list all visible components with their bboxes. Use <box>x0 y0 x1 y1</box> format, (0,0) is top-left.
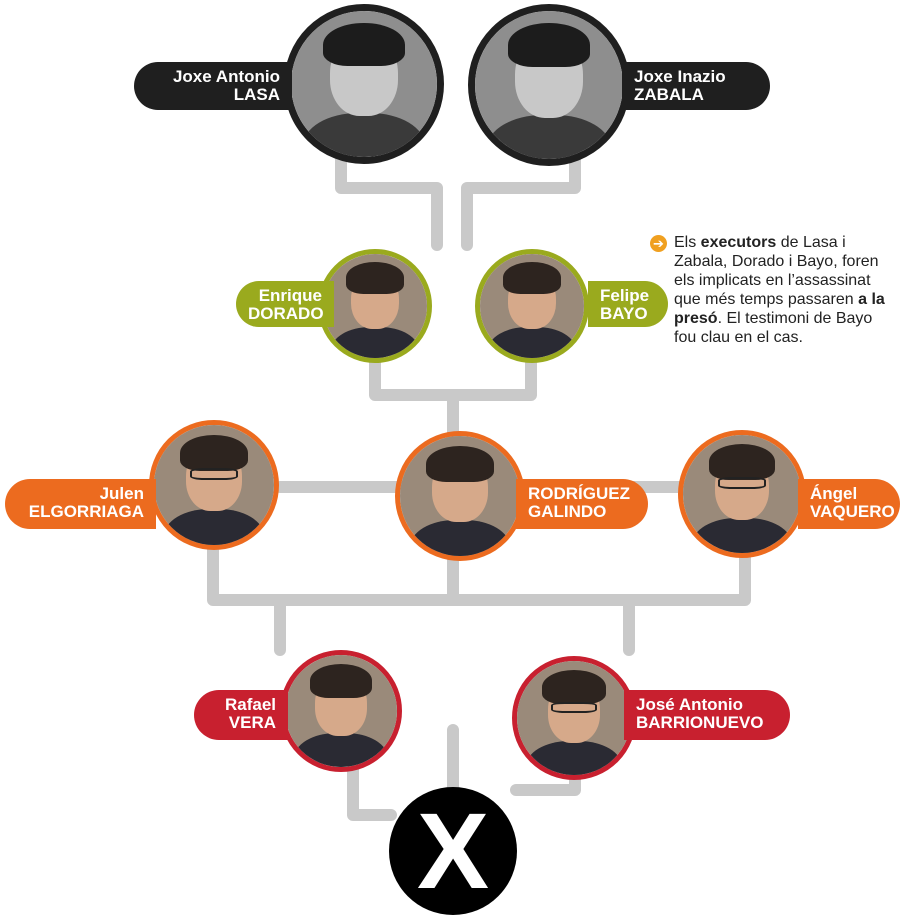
label-vera-first: Rafael <box>224 695 276 714</box>
label-dorado-first: Enrique <box>258 286 322 305</box>
label-lasa-last: LASA <box>233 85 280 104</box>
portrait-barrionuevo <box>512 656 636 780</box>
unknown-x-circle: X <box>389 787 517 915</box>
label-lasa-first: Joxe Antonio <box>172 67 280 86</box>
label-lasa: Joxe Antonio LASA <box>134 62 292 110</box>
portrait-dorado <box>318 249 432 363</box>
label-barrionuevo-first: José Antonio <box>636 695 744 714</box>
connector-commanders-down <box>207 534 751 606</box>
label-vera: Rafael VERA <box>194 690 288 740</box>
label-bayo-first: Felipe <box>600 286 650 305</box>
arrow-right-icon: ➔ <box>650 235 667 252</box>
label-galindo: RODRÍGUEZ GALINDO <box>516 479 648 529</box>
label-zabala: Joxe Inazio ZABALA <box>622 62 770 110</box>
label-vaquero-first: Ángel <box>810 484 858 503</box>
note-bold-executors: executors <box>700 234 777 251</box>
connector-victims <box>335 154 581 234</box>
label-galindo-last: GALINDO <box>528 502 607 521</box>
note-bold-preso: a la presó <box>674 291 885 327</box>
portrait-zabala <box>468 4 630 166</box>
portrait-galindo <box>395 431 525 561</box>
label-elgorriaga-last: ELGORRIAGA <box>28 502 144 521</box>
portrait-lasa <box>284 4 444 164</box>
label-galindo-first: RODRÍGUEZ <box>528 484 630 503</box>
portrait-bayo <box>475 249 589 363</box>
label-vaquero-last: VAQUERO <box>810 502 895 521</box>
portrait-elgorriaga <box>149 420 279 550</box>
label-vera-last: VERA <box>228 713 276 732</box>
label-elgorriaga: Julen ELGORRIAGA <box>5 479 156 529</box>
note-prefix: Els <box>674 234 701 251</box>
label-vaquero: Ángel VAQUERO <box>798 479 900 529</box>
label-barrionuevo-last: BARRIONUEVO <box>636 713 764 732</box>
label-dorado-last: DORADO <box>248 304 324 323</box>
label-zabala-last: ZABALA <box>634 85 704 104</box>
label-zabala-first: Joxe Inazio <box>634 67 726 86</box>
label-bayo-last: BAYO <box>600 304 648 323</box>
portrait-vaquero <box>678 430 806 558</box>
executors-note: ➔ Els executors de Lasa i Zabala, Dorado… <box>650 233 894 347</box>
note-suffix: . El testimoni de Bayo fou clau en el ca… <box>674 310 873 346</box>
label-elgorriaga-first: Julen <box>99 484 144 503</box>
label-bayo: Felipe BAYO <box>588 281 668 327</box>
label-dorado: Enrique DORADO <box>236 281 334 327</box>
note-middle: de Lasa i Zabala, Dorado i Bayo, foren e… <box>674 234 879 308</box>
label-barrionuevo: José Antonio BARRIONUEVO <box>624 690 790 740</box>
portrait-vera <box>280 650 402 772</box>
